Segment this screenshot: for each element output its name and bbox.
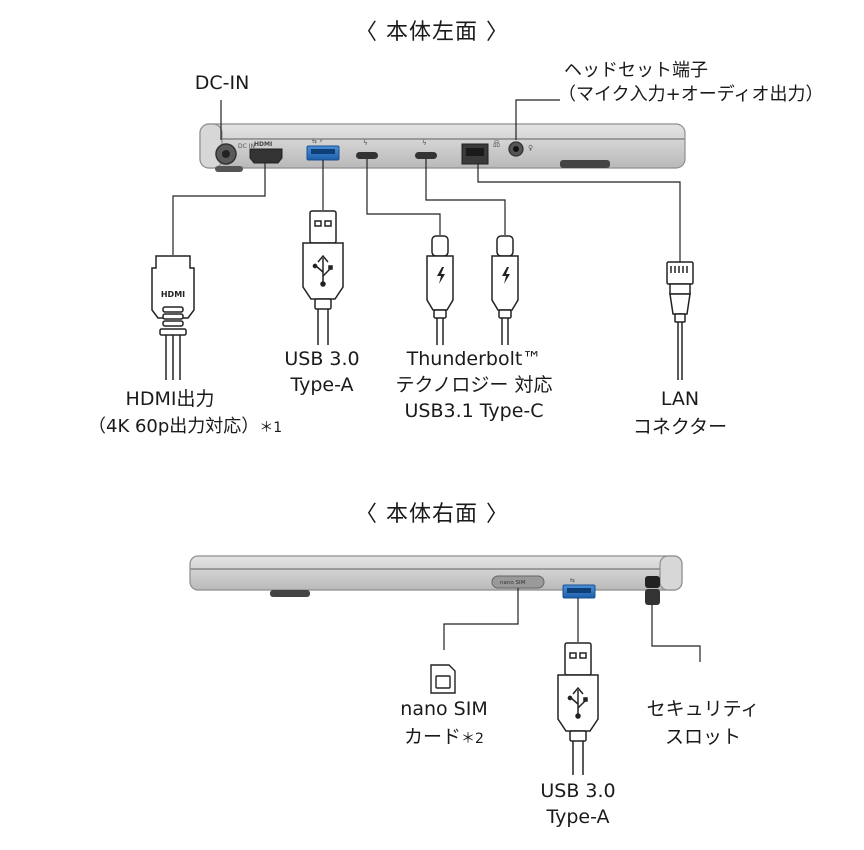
usb-left-label-line1: USB 3.0 bbox=[284, 348, 360, 370]
type-c-port-2 bbox=[415, 152, 437, 159]
dcin-label: DC-IN bbox=[194, 72, 250, 94]
headset-mark: ♀ bbox=[528, 144, 533, 152]
type-c-port-1 bbox=[356, 152, 378, 159]
thunderbolt-mark-1: ϟ bbox=[363, 139, 368, 147]
thunderbolt-label-line2: テクノロジー 対応 bbox=[395, 374, 553, 396]
right-leader-lines bbox=[443, 588, 701, 662]
usb-a-port-mark: ⇆ ⚡ bbox=[312, 138, 323, 145]
usb-right-label-line1: USB 3.0 bbox=[540, 780, 616, 802]
dcin-port bbox=[215, 143, 237, 165]
left-leader-lines bbox=[172, 99, 681, 262]
usb-a-port-mark-right: ⇆ bbox=[570, 577, 575, 584]
sim-label-line2: カード＊2 bbox=[404, 724, 484, 752]
security-slot bbox=[645, 576, 660, 605]
hdmi-label-line1: HDMI出力 bbox=[125, 388, 215, 410]
sim-card-icon bbox=[430, 664, 456, 694]
usb-right-label-line2: Type-A bbox=[546, 806, 610, 828]
hdmi-footnote: ＊1 bbox=[259, 420, 283, 436]
usb-a-plug-icon-left bbox=[302, 210, 344, 345]
svg-text:HDMI: HDMI bbox=[161, 290, 185, 299]
hdmi-port-mark: HDMI bbox=[254, 141, 272, 148]
thunderbolt-plug-icon-1 bbox=[426, 235, 454, 345]
usb-left-label-line2: Type-A bbox=[290, 374, 354, 396]
right-side-heading: 〈 本体右面 〉 bbox=[355, 502, 509, 527]
sim-slot-mark: nano SIM bbox=[500, 580, 526, 586]
headset-jack bbox=[508, 141, 524, 157]
usb-a-port-right bbox=[562, 584, 596, 599]
thunderbolt-mark-2: ϟ bbox=[422, 139, 427, 147]
sim-label-card: カード bbox=[404, 726, 462, 748]
headset-label-line1: ヘッドセット端子 bbox=[564, 60, 708, 81]
dcin-port-mark: DC IN bbox=[238, 143, 255, 150]
thunderbolt-plug-icon-2 bbox=[491, 235, 519, 345]
laptop-left-side bbox=[199, 123, 686, 172]
hdmi-plug-icon: HDMI bbox=[151, 255, 195, 380]
lan-port-mark: 品 bbox=[493, 140, 500, 148]
laptop-right-side bbox=[189, 555, 683, 597]
security-label-line1: セキュリティ bbox=[646, 698, 760, 720]
lan-label-line2: コネクター bbox=[632, 416, 728, 438]
sim-label-line1: nano SIM bbox=[400, 698, 488, 720]
lan-label-line1: LAN bbox=[660, 388, 700, 410]
usb-a-port-left bbox=[306, 145, 340, 161]
lan-plug-icon bbox=[666, 261, 694, 380]
left-side-heading: 〈 本体左面 〉 bbox=[355, 20, 509, 45]
hdmi-label-line2: （4K 60p出力対応）＊1 bbox=[88, 414, 282, 441]
thunderbolt-label-line1: Thunderbolt™ bbox=[406, 348, 542, 370]
sim-footnote: ＊2 bbox=[461, 731, 484, 747]
hdmi-label-spec: （4K 60p出力対応） bbox=[88, 416, 260, 437]
headset-label-line2: （マイク入力+オーディオ出力） bbox=[558, 84, 824, 105]
lan-port bbox=[461, 143, 489, 165]
usb-a-plug-icon-right bbox=[557, 642, 599, 775]
hdmi-port bbox=[249, 148, 283, 164]
thunderbolt-label-line3: USB3.1 Type-C bbox=[404, 400, 544, 422]
security-label-line2: スロット bbox=[664, 726, 742, 748]
